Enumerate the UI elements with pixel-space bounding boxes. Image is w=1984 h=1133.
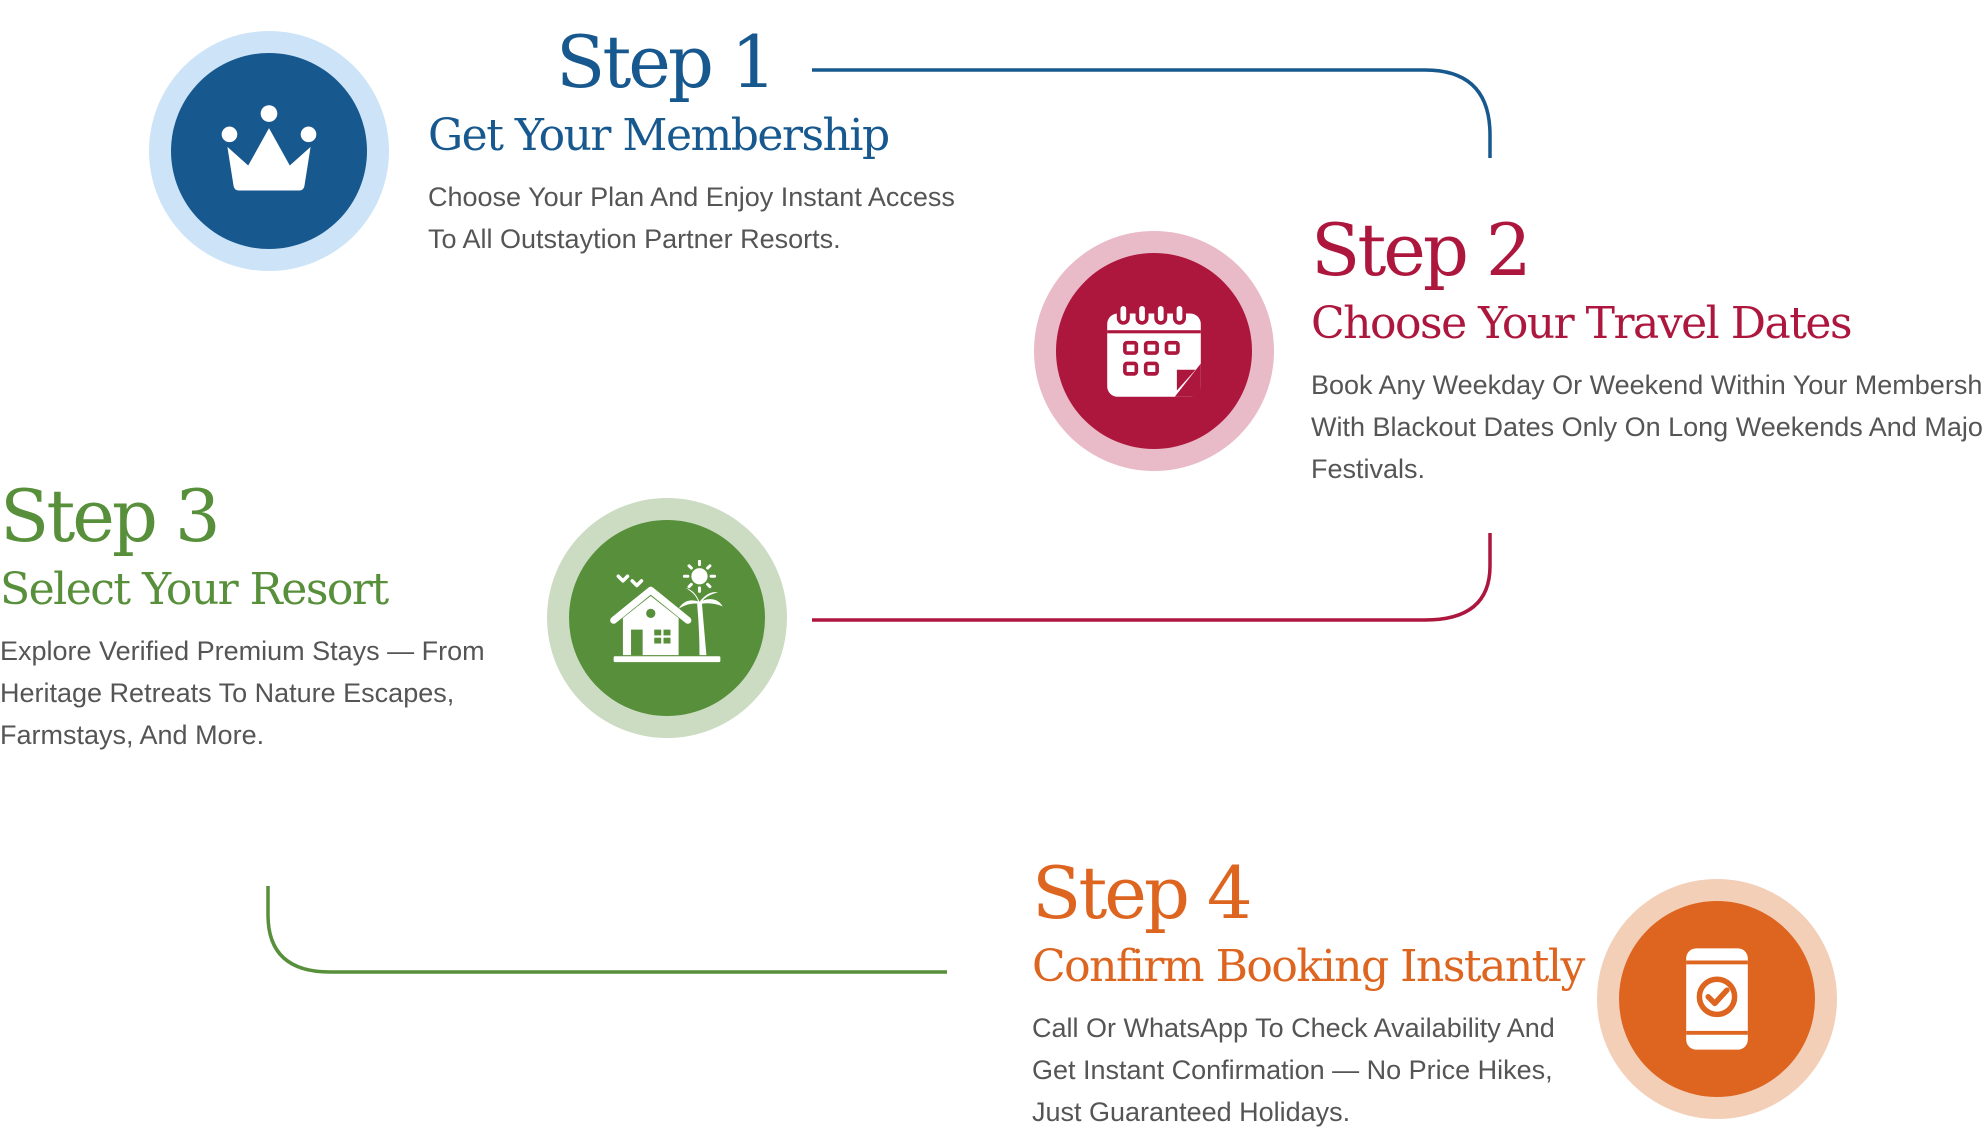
step2-description-line: Book Any Weekday Or Weekend Within Your …: [1311, 370, 1984, 400]
calendar-icon: [1107, 302, 1201, 397]
step2-badge: [1034, 231, 1274, 471]
step2-description-line: Festivals.: [1311, 454, 1426, 484]
connector-step2-to-step3: [812, 533, 1492, 622]
step1-description: Choose Your Plan And Enjoy Instant Acces…: [428, 176, 955, 260]
step4-description-line: Just Guaranteed Holidays.: [1032, 1097, 1351, 1127]
step1-badge: [149, 31, 389, 271]
step3-description-line: Heritage Retreats To Nature Escapes,: [0, 678, 455, 708]
step2-description: Book Any Weekday Or Weekend Within Your …: [1311, 364, 1984, 490]
step1-label: Step 1: [556, 20, 777, 104]
step4-label: Step 4: [1032, 851, 1253, 935]
step3-badge: [547, 498, 787, 738]
step4-description: Call Or WhatsApp To Check Availability A…: [1032, 1007, 1584, 1133]
step3-block: Step 3 Select Your Resort Explore Verifi…: [0, 480, 485, 756]
step4-block: Step 4 Confirm Booking Instantly Call Or…: [1032, 851, 1585, 1133]
step2-label: Step 2: [1311, 208, 1532, 292]
step3-description: Explore Verified Premium Stays — From He…: [0, 630, 485, 756]
step1-description-line: Choose Your Plan And Enjoy Instant Acces…: [428, 182, 955, 212]
step1-description-line: To All Outstaytion Partner Resorts.: [428, 224, 841, 254]
step4-badge: [1597, 879, 1837, 1119]
step2-title: Choose Your Travel Dates: [1311, 298, 1853, 349]
step1-block: Step 1 Get Your Membership Choose Your P…: [428, 26, 955, 260]
step3-label: Step 3: [0, 474, 221, 558]
step1-title: Get Your Membership: [428, 110, 890, 161]
step2-block: Step 2 Choose Your Travel Dates Book Any…: [1311, 214, 1984, 490]
connector-step3-to-step4: [266, 886, 947, 974]
step3-title: Select Your Resort: [0, 564, 389, 615]
step4-description-line: Call Or WhatsApp To Check Availability A…: [1032, 1013, 1555, 1043]
crown-icon: [221, 105, 317, 191]
step3-description-line: Explore Verified Premium Stays — From: [0, 636, 485, 666]
step3-description-line: Farmstays, And More.: [0, 720, 265, 750]
phone-check-icon: [1686, 948, 1748, 1050]
step2-description-line: With Blackout Dates Only On Long Weekend…: [1311, 412, 1984, 442]
step4-title: Confirm Booking Instantly: [1032, 941, 1585, 992]
resort-house-icon: [610, 560, 723, 663]
step4-description-line: Get Instant Confirmation — No Price Hike…: [1032, 1055, 1553, 1085]
